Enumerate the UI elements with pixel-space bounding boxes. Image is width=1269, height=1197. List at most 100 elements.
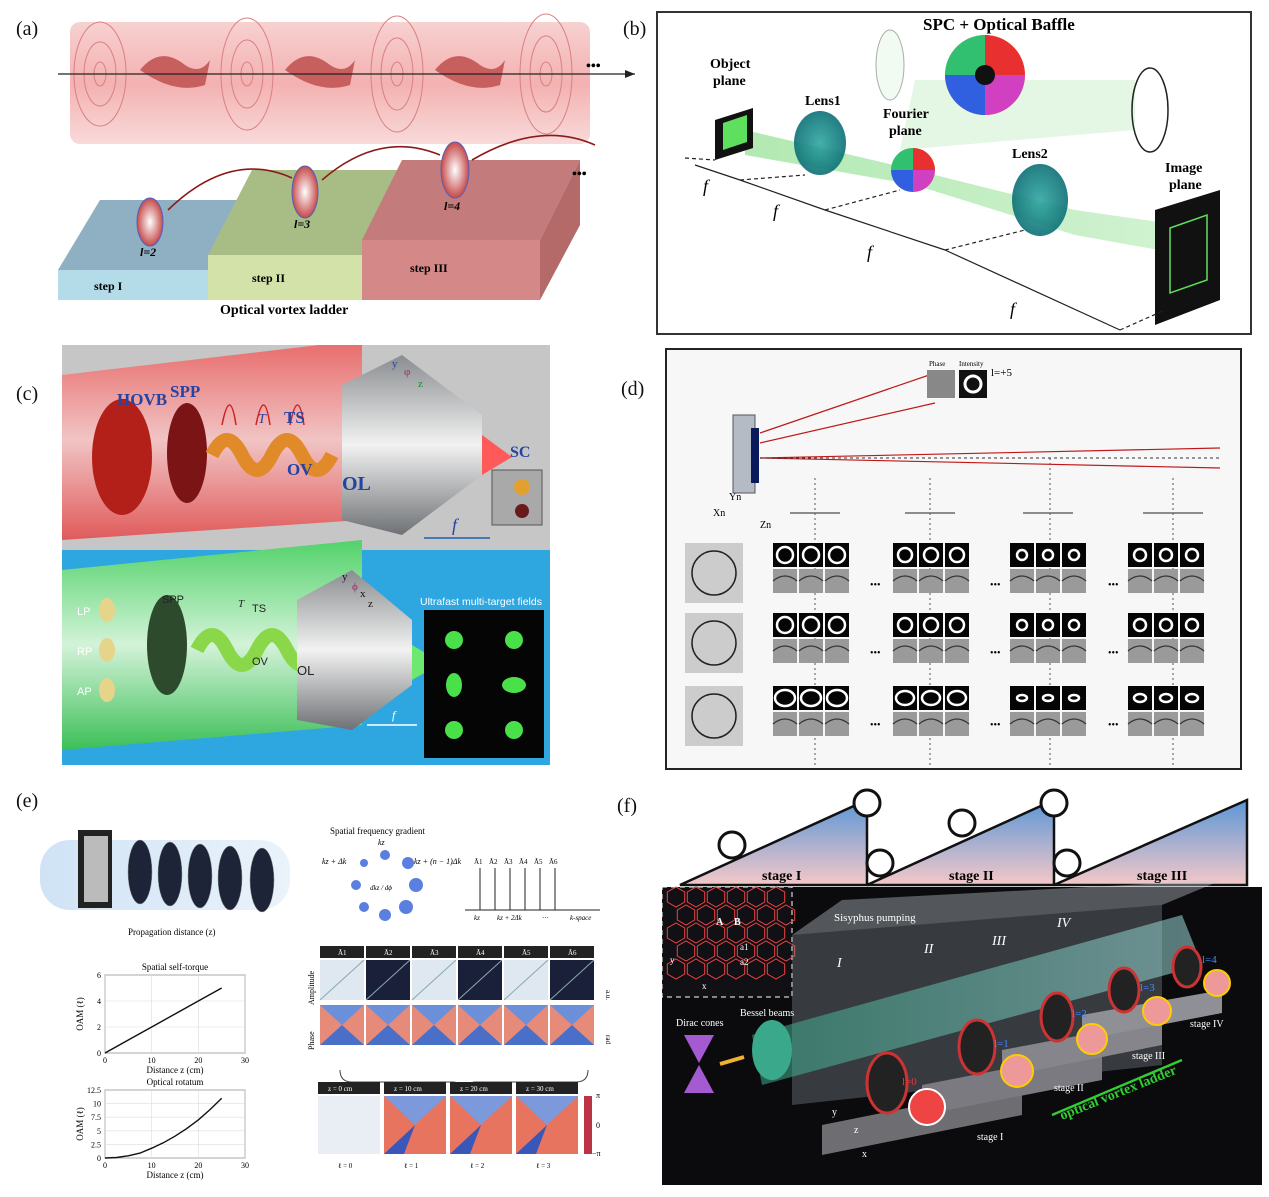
intensity-ring: [1132, 547, 1148, 563]
phase-tile: [1036, 639, 1060, 663]
amplitude-edge: [365, 959, 411, 1001]
intensity-ring: [920, 689, 942, 707]
intensity-tile: [893, 613, 917, 637]
lattice-hexagon: [726, 958, 746, 980]
chart-title: Optical rotatum: [147, 1077, 204, 1087]
mode-label: l=+5: [991, 367, 1012, 379]
intensity-ring: [775, 545, 795, 565]
c-bottom-ol: OL: [297, 663, 314, 678]
amplitude-edge: [319, 959, 365, 1001]
chart-ytick-label: 12.5: [87, 1086, 101, 1095]
intensity-ring: [896, 616, 914, 634]
pattern-grid: [685, 543, 1205, 746]
ellipsis-d-9: •••: [1108, 720, 1119, 731]
intensity-ring: [801, 545, 821, 565]
intensity-tile: [1062, 613, 1086, 637]
heatmap-header: [550, 946, 594, 958]
intensity-ring: [1067, 618, 1081, 632]
lattice-hexagon: [716, 904, 736, 926]
phase-swirl: [1009, 645, 1035, 652]
intensity-ring: [1158, 547, 1174, 563]
c-bottom-ap-label: AP: [77, 686, 92, 698]
c-top-spp: SPP: [170, 382, 200, 401]
roman-3: III: [991, 934, 1007, 949]
heatmap-header: [320, 946, 364, 958]
phase-swirl: [1061, 645, 1087, 652]
phase-swirl: [1179, 718, 1205, 725]
phase-swirl: [1061, 718, 1087, 725]
phase-tile: [825, 639, 849, 663]
z-phase-tile: [318, 1096, 380, 1154]
object-square: [723, 115, 747, 150]
e-a6: Ã6: [549, 858, 558, 866]
phase-swirl: [892, 718, 918, 725]
phase-wedge: [550, 1005, 594, 1025]
mode-label-l3: l=3: [294, 217, 310, 231]
panel-label-c: (c): [16, 383, 39, 405]
mode-l4: l=4: [1202, 954, 1217, 966]
lattice-hexagon: [736, 904, 756, 926]
hop-arrows: [167, 134, 596, 211]
phase-tile: [919, 639, 943, 663]
chart-xtick-label: 0: [103, 1056, 107, 1065]
c-bottom-helix: [190, 628, 324, 672]
intensity-ring: [963, 374, 983, 394]
panel-c-diagram: HOVB SPP T TS OV OL SC f y φ z LP RP AP …: [62, 345, 550, 765]
phase-wedge: [320, 1025, 364, 1045]
phase-swirl: [892, 645, 918, 652]
image-plane-label-1: Image: [1165, 161, 1202, 176]
phase-tile: [1062, 639, 1086, 663]
ell-label: ℓ = 1: [404, 1162, 419, 1170]
axis-x: Xn: [713, 508, 725, 519]
fourier-disc: [891, 148, 935, 192]
intensity-ring: [1158, 692, 1174, 704]
lattice-hexagon: [666, 886, 686, 908]
e-ktick-2: kz + 2Δk: [497, 914, 523, 922]
lattice-a1: a1: [740, 942, 749, 952]
lattice-hexagon: [706, 886, 726, 908]
lattice-hexagon: [676, 940, 696, 962]
light-path: [745, 130, 1215, 260]
step-ii-block: [208, 255, 362, 300]
chart-xtick-label: 30: [241, 1056, 249, 1065]
z-header-label: z = 30 cm: [526, 1085, 554, 1093]
helix-shapes: [140, 56, 505, 88]
block-stage-3: stage III: [1132, 1051, 1165, 1062]
lattice-hexagon: [766, 886, 786, 908]
intensity-ring: [896, 546, 914, 564]
panel-label-b: (b): [623, 18, 647, 40]
lattice-b: B: [734, 917, 741, 928]
c-bottom-f: f: [392, 708, 397, 722]
phase-tile: [1128, 639, 1152, 663]
fourier-label-1: Fourier: [883, 107, 929, 122]
z-header: [516, 1082, 578, 1094]
lattice-hexagon: [766, 922, 786, 944]
block-stage-4: stage IV: [1190, 1019, 1224, 1030]
chart-plot-area: [104, 1089, 246, 1159]
phase-tile: [773, 639, 797, 663]
focal-label-4: f: [1010, 299, 1018, 319]
intensity-tile: [1062, 543, 1086, 567]
intensity-tile: [1180, 613, 1204, 637]
e-kspace-bars: [479, 868, 556, 910]
zoom-end: [1131, 67, 1169, 153]
waveguide-top: [792, 880, 1222, 935]
chart-xtick-label: 30: [241, 1161, 249, 1170]
phase-swirl: [1035, 575, 1061, 582]
focal-dimension-lines: [684, 157, 1166, 331]
lattice-hexagon: [666, 958, 686, 980]
f-axis-y: y: [832, 1107, 837, 1118]
e-a1: Ã1: [474, 858, 483, 866]
panel-label-d: (d): [621, 378, 645, 400]
phase-swirl: [1035, 718, 1061, 725]
phase-tile: [825, 712, 849, 736]
ramp-stage-3: [1053, 798, 1249, 887]
phase-wedge: [458, 1005, 502, 1025]
lattice-hexagons: [666, 886, 796, 980]
phase-tile: [799, 569, 823, 593]
chart-ytick-label: 10: [93, 1100, 101, 1109]
axis-z: Zn: [760, 520, 771, 531]
slm-phase-rings: [691, 693, 737, 739]
